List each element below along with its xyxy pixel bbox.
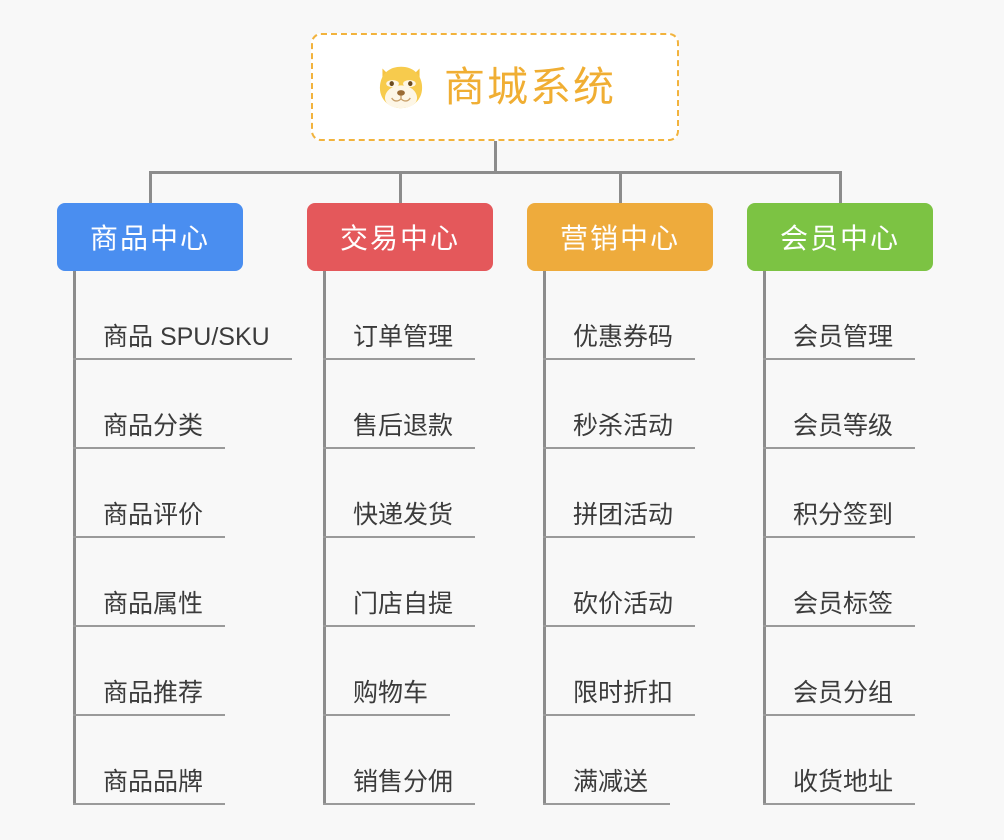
leaf-label: 商品分类 xyxy=(73,412,226,449)
leaf-label: 拼团活动 xyxy=(543,501,696,538)
shiba-dog-icon xyxy=(379,66,423,109)
trunk-line-2 xyxy=(323,271,326,805)
category-header-1[interactable]: 商品中心 xyxy=(57,203,243,271)
branch-column-4: 会员中心 会员管理 会员等级 积分签到 会员标签 会员分组 收货地址 xyxy=(747,203,933,805)
leaf-item[interactable]: 积分签到 xyxy=(763,449,916,538)
leaf-label: 会员标签 xyxy=(763,590,916,627)
leaf-item[interactable]: 商品品牌 xyxy=(73,716,226,805)
connector-root-stub xyxy=(494,141,497,174)
leaf-label: 会员等级 xyxy=(763,412,916,449)
leaf-label: 商品推荐 xyxy=(73,679,226,716)
leaf-label: 订单管理 xyxy=(323,323,476,360)
leaf-item[interactable]: 订单管理 xyxy=(323,271,476,360)
leaf-item[interactable]: 秒杀活动 xyxy=(543,360,696,449)
leaf-item[interactable]: 收货地址 xyxy=(763,716,916,805)
branch-column-1: 商品中心 商品 SPU/SKU 商品分类 商品评价 商品属性 商品推荐 商品品牌 xyxy=(57,203,292,805)
leaf-list-2: 订单管理 售后退款 快递发货 门店自提 购物车 销售分佣 xyxy=(307,271,493,805)
category-header-4[interactable]: 会员中心 xyxy=(747,203,933,271)
leaf-item[interactable]: 售后退款 xyxy=(323,360,476,449)
leaf-label: 砍价活动 xyxy=(543,590,696,627)
leaf-item[interactable]: 会员分组 xyxy=(763,627,916,716)
connector-drop-3 xyxy=(619,171,622,206)
leaf-item[interactable]: 会员等级 xyxy=(763,360,916,449)
connector-horizontal-bus xyxy=(149,171,842,174)
trunk-line-3 xyxy=(543,271,546,805)
leaf-item[interactable]: 商品推荐 xyxy=(73,627,226,716)
leaf-item[interactable]: 限时折扣 xyxy=(543,627,696,716)
root-node[interactable]: 商城系统 xyxy=(311,33,679,141)
branch-column-3: 营销中心 优惠券码 秒杀活动 拼团活动 砍价活动 限时折扣 满减送 xyxy=(527,203,713,805)
connector-drop-4 xyxy=(839,171,842,206)
leaf-label: 收货地址 xyxy=(763,768,916,805)
leaf-label: 商品品牌 xyxy=(73,768,226,805)
leaf-item[interactable]: 门店自提 xyxy=(323,538,476,627)
connector-drop-1 xyxy=(149,171,152,206)
leaf-item[interactable]: 商品分类 xyxy=(73,360,226,449)
leaf-item[interactable]: 优惠券码 xyxy=(543,271,696,360)
leaf-item[interactable]: 商品 SPU/SKU xyxy=(73,271,292,360)
leaf-label: 优惠券码 xyxy=(543,323,696,360)
leaf-item[interactable]: 商品属性 xyxy=(73,538,226,627)
branch-column-2: 交易中心 订单管理 售后退款 快递发货 门店自提 购物车 销售分佣 xyxy=(307,203,493,805)
leaf-item[interactable]: 拼团活动 xyxy=(543,449,696,538)
leaf-label: 销售分佣 xyxy=(323,768,476,805)
category-header-3[interactable]: 营销中心 xyxy=(527,203,713,271)
leaf-item[interactable]: 快递发货 xyxy=(323,449,476,538)
leaf-label: 会员分组 xyxy=(763,679,916,716)
leaf-label: 会员管理 xyxy=(763,323,916,360)
leaf-item[interactable]: 购物车 xyxy=(323,627,451,716)
leaf-item[interactable]: 销售分佣 xyxy=(323,716,476,805)
connector-drop-2 xyxy=(399,171,402,206)
leaf-item[interactable]: 商品评价 xyxy=(73,449,226,538)
category-header-2[interactable]: 交易中心 xyxy=(307,203,493,271)
leaf-item[interactable]: 满减送 xyxy=(543,716,671,805)
leaf-label: 商品评价 xyxy=(73,501,226,538)
root-title: 商城系统 xyxy=(444,63,616,110)
leaf-label: 售后退款 xyxy=(323,412,476,449)
leaf-item[interactable]: 会员管理 xyxy=(763,271,916,360)
leaf-label: 快递发货 xyxy=(323,501,476,538)
leaf-list-1: 商品 SPU/SKU 商品分类 商品评价 商品属性 商品推荐 商品品牌 xyxy=(57,271,292,805)
leaf-label: 门店自提 xyxy=(323,590,476,627)
leaf-label: 积分签到 xyxy=(763,501,916,538)
leaf-label: 商品属性 xyxy=(73,590,226,627)
leaf-item[interactable]: 会员标签 xyxy=(763,538,916,627)
leaf-label: 限时折扣 xyxy=(543,679,696,716)
leaf-label: 满减送 xyxy=(543,768,671,805)
trunk-line-4 xyxy=(763,271,766,805)
leaf-label: 购物车 xyxy=(323,679,451,716)
leaf-label: 秒杀活动 xyxy=(543,412,696,449)
leaf-item[interactable]: 砍价活动 xyxy=(543,538,696,627)
leaf-list-4: 会员管理 会员等级 积分签到 会员标签 会员分组 收货地址 xyxy=(747,271,933,805)
leaf-label: 商品 SPU/SKU xyxy=(73,323,292,360)
leaf-list-3: 优惠券码 秒杀活动 拼团活动 砍价活动 限时折扣 满减送 xyxy=(527,271,713,805)
trunk-line-1 xyxy=(73,271,76,805)
